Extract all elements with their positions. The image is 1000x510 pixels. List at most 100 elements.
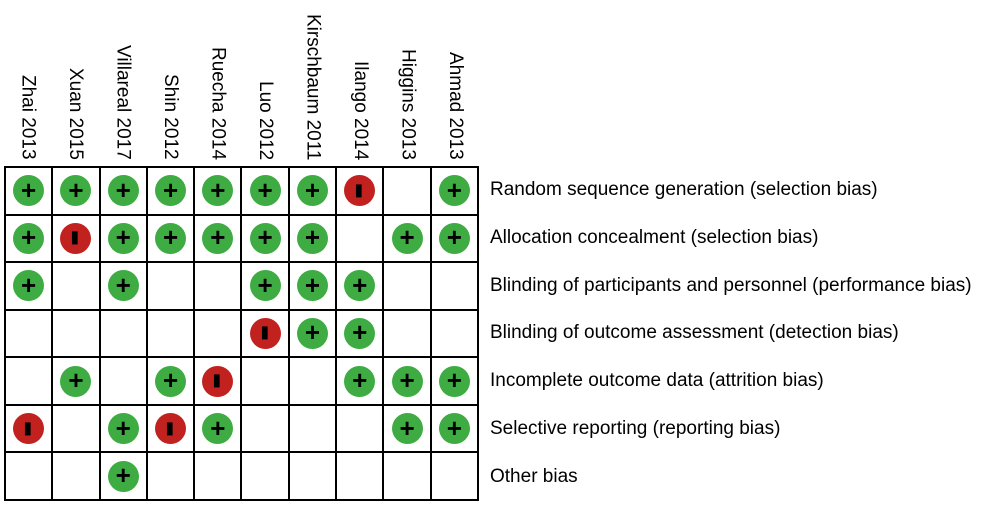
judgement-cell: + <box>384 215 430 262</box>
judgement-cell <box>337 405 383 452</box>
low-risk-circle: + <box>202 412 234 445</box>
plus-mark: + <box>257 269 273 300</box>
judgement-cell: + <box>147 358 194 404</box>
low-risk-circle: + <box>296 222 328 254</box>
judgement-cell <box>53 405 99 452</box>
study-header-cell: Luo 2012 <box>242 0 290 164</box>
low-risk-circle: + <box>107 222 139 254</box>
low-risk-circle: + <box>249 269 281 302</box>
judgement-cell: + <box>147 168 194 214</box>
minus-mark: − <box>329 183 390 199</box>
judgement-cell: + <box>100 215 146 262</box>
low-risk-circle: + <box>202 174 234 207</box>
study-header-cell: Higgins 2013 <box>384 0 432 164</box>
study-label: Xuan 2015 <box>64 68 86 160</box>
judgement-cell: + <box>6 215 52 262</box>
judgement-cell: + <box>337 263 383 309</box>
high-risk-circle: − <box>235 317 295 349</box>
low-risk-circle: + <box>107 412 139 445</box>
minus-mark: − <box>0 421 59 437</box>
study-label: Zhai 2013 <box>17 75 39 160</box>
judgement-cell <box>384 168 430 214</box>
judgement-cell: + <box>431 168 477 214</box>
low-risk-circle: + <box>249 222 281 254</box>
plus-mark: + <box>352 317 368 348</box>
study-header-cell: Kirschbaum 2011 <box>289 0 337 164</box>
plus-mark: + <box>162 174 179 205</box>
judgement-cell: + <box>6 168 52 214</box>
plus-mark: + <box>446 174 462 205</box>
judgement-cell <box>53 263 99 309</box>
low-risk-circle: + <box>155 222 187 254</box>
judgement-cell: + <box>195 215 241 262</box>
bias-domain-label: Incomplete outcome data (attrition bias) <box>490 370 824 392</box>
study-header-cell: Shin 2012 <box>147 0 195 164</box>
low-risk-circle: + <box>344 269 376 302</box>
bias-domain-label: Random sequence generation (selection bi… <box>490 178 878 200</box>
judgement-cell: + <box>100 263 146 309</box>
high-risk-circle: − <box>330 175 390 207</box>
judgement-cell: + <box>431 405 477 452</box>
study-label: Ahmad 2013 <box>444 52 466 160</box>
plus-mark: + <box>21 222 37 253</box>
plus-mark: + <box>210 174 226 205</box>
judgement-cell: + <box>100 168 146 214</box>
judgement-cell <box>195 310 241 357</box>
bias-domain-label: Blinding of participants and personnel (… <box>490 274 972 296</box>
judgement-cell <box>100 358 146 404</box>
judgement-cell: + <box>242 168 288 214</box>
minus-mark: − <box>235 325 296 342</box>
low-risk-circle: + <box>296 270 328 302</box>
study-label: Villareal 2017 <box>112 45 134 160</box>
plus-mark: + <box>115 412 131 443</box>
judgement-cell <box>289 405 336 452</box>
plus-mark: + <box>352 269 368 300</box>
low-risk-circle: + <box>438 365 470 397</box>
judgement-cell <box>384 310 430 357</box>
judgement-cell: + <box>289 168 336 214</box>
judgement-cell <box>147 263 194 309</box>
judgement-cell <box>6 453 52 499</box>
judgement-cell <box>431 453 477 499</box>
plus-mark: + <box>162 222 179 253</box>
low-risk-circle: + <box>438 174 470 207</box>
bias-domain-labels: Random sequence generation (selection bi… <box>490 166 995 501</box>
plus-mark: + <box>115 222 131 253</box>
low-risk-circle: + <box>438 222 470 254</box>
judgement-cell <box>289 453 336 499</box>
plus-mark: + <box>68 365 84 396</box>
judgement-cell: − <box>46 215 106 262</box>
judgement-cell <box>195 453 241 499</box>
low-risk-circle: + <box>249 175 281 207</box>
judgement-cell: − <box>0 405 59 452</box>
judgement-cell <box>242 358 288 404</box>
judgement-cell: + <box>289 310 336 357</box>
plus-mark: + <box>446 365 462 396</box>
judgement-cell <box>147 310 194 357</box>
judgement-cell <box>431 263 477 309</box>
study-header-cell: Villareal 2017 <box>99 0 147 164</box>
plus-mark: + <box>446 412 462 443</box>
study-header-cell: Xuan 2015 <box>52 0 100 164</box>
judgement-cell <box>195 263 241 309</box>
low-risk-circle: + <box>155 365 187 397</box>
plus-mark: + <box>210 412 226 443</box>
low-risk-circle: + <box>296 174 328 207</box>
low-risk-circle: + <box>438 412 470 445</box>
plus-mark: + <box>115 269 131 300</box>
plus-mark: + <box>304 222 321 253</box>
plus-mark: + <box>352 365 368 396</box>
judgement-cell: + <box>337 310 383 357</box>
judgement-cell: + <box>384 358 430 404</box>
bias-domain-label: Selective reporting (reporting bias) <box>490 418 781 440</box>
low-risk-circle: + <box>107 269 139 302</box>
plus-mark: + <box>304 174 321 205</box>
high-risk-circle: − <box>0 413 59 445</box>
judgement-cell: + <box>431 215 477 262</box>
plus-mark: + <box>446 222 462 253</box>
judgement-cell <box>53 453 99 499</box>
low-risk-circle: + <box>391 365 423 397</box>
low-risk-circle: + <box>107 175 139 207</box>
study-header-cell: Ilango 2014 <box>337 0 385 164</box>
